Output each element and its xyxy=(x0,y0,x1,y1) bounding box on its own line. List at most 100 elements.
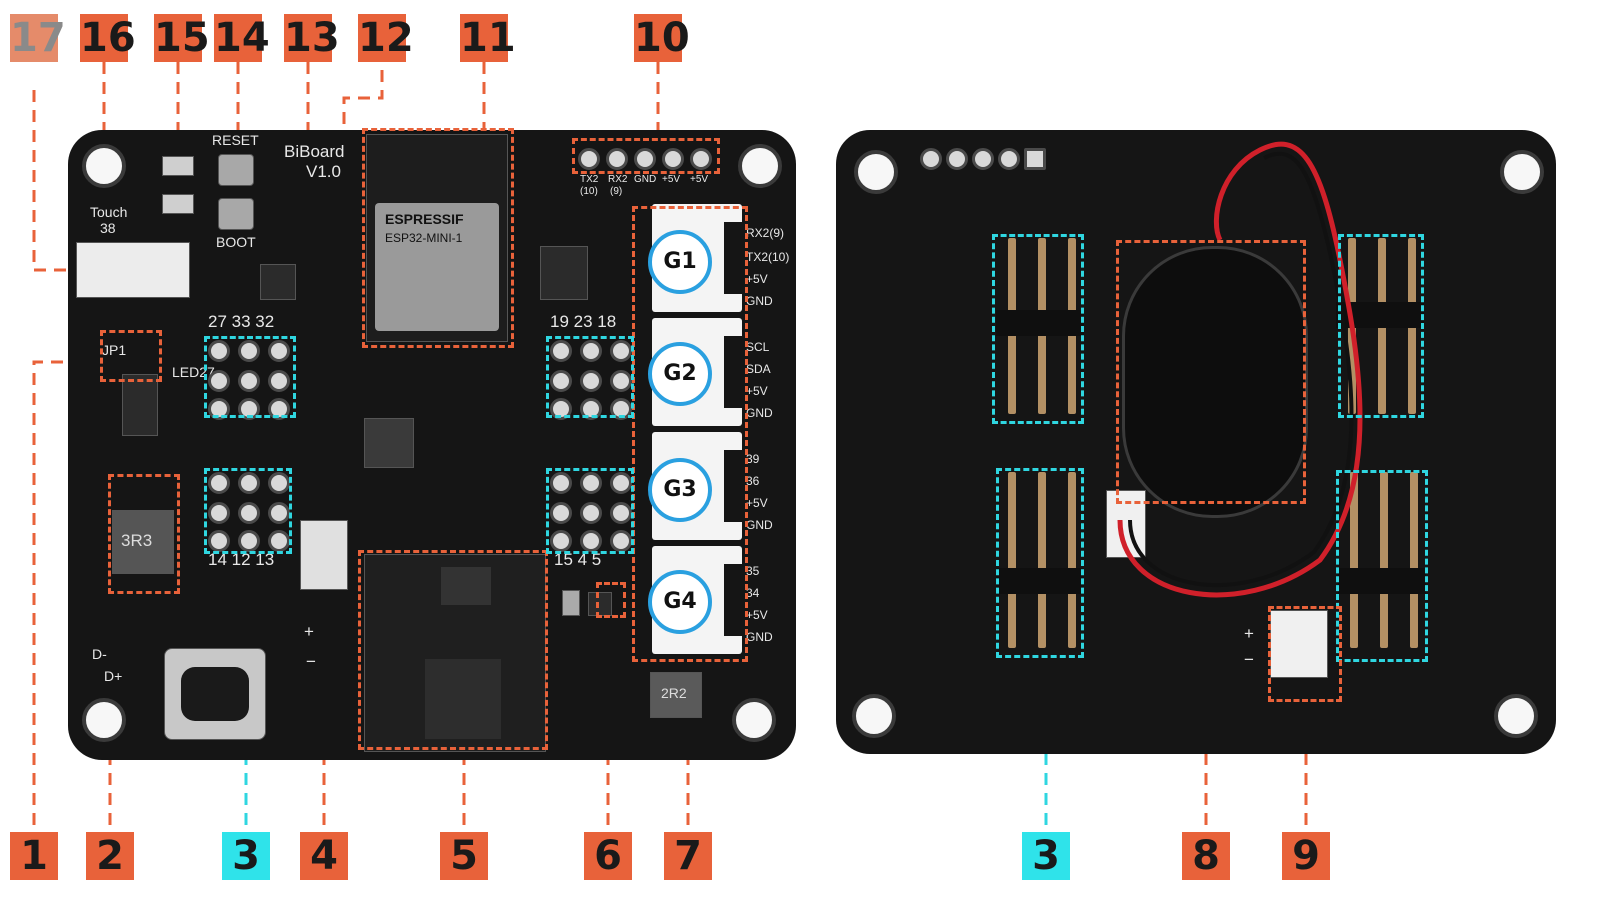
highlight-battery xyxy=(1268,606,1342,702)
servo-pin[interactable] xyxy=(238,502,260,524)
grove-badge-g2: G2 xyxy=(648,342,712,406)
servo-pin[interactable] xyxy=(268,340,290,362)
servo-pin[interactable] xyxy=(580,502,602,524)
servo-pin[interactable] xyxy=(208,530,230,552)
module-model: ESP32-MINI-1 xyxy=(385,231,463,245)
servo-pin[interactable] xyxy=(238,472,260,494)
mount-hole xyxy=(1494,694,1538,738)
servo-pin[interactable] xyxy=(550,370,572,392)
highlight-back-servo-bl xyxy=(996,468,1084,658)
g3-pin-label: +5V xyxy=(746,496,768,510)
servo-pin[interactable] xyxy=(550,398,572,420)
pin-header xyxy=(996,568,1084,594)
servo-pin[interactable] xyxy=(550,472,572,494)
servo-pin[interactable] xyxy=(580,340,602,362)
servo-pin[interactable] xyxy=(550,502,572,524)
speaker xyxy=(1122,246,1308,518)
highlight-back-servo-tl xyxy=(992,234,1084,424)
servo-pin[interactable] xyxy=(208,472,230,494)
inductor2-label: 2R2 xyxy=(661,685,687,701)
callout-3: 3 xyxy=(222,832,270,880)
front-board: BiBoard V1.0 RESET BOOT Touch 38 ESPRESS… xyxy=(68,130,796,760)
servo-pin[interactable] xyxy=(580,398,602,420)
usb-c-port[interactable] xyxy=(164,648,266,740)
leader-12 xyxy=(282,70,384,292)
mount-hole xyxy=(82,144,126,188)
highlight-mic xyxy=(596,582,626,618)
g3-pin-label: GND xyxy=(746,518,773,532)
servo-pin[interactable] xyxy=(238,370,260,392)
serial-pin[interactable] xyxy=(690,148,712,170)
servo-pin[interactable] xyxy=(238,398,260,420)
servo-pin[interactable] xyxy=(580,370,602,392)
callout-16: 16 xyxy=(80,14,136,62)
boot-button[interactable] xyxy=(218,198,254,230)
g2-pin-label: +5V xyxy=(746,384,768,398)
touch-pad[interactable] xyxy=(162,156,194,176)
callout-6: 6 xyxy=(584,832,632,880)
servo-pin[interactable] xyxy=(610,472,632,494)
servo-pin[interactable] xyxy=(268,370,290,392)
serial-pad xyxy=(998,148,1020,170)
power-inductor-2: 2R2 xyxy=(650,672,702,718)
servo-pin[interactable] xyxy=(238,340,260,362)
servo-pin[interactable] xyxy=(268,530,290,552)
servo-pin[interactable] xyxy=(610,398,632,420)
servo-pin[interactable] xyxy=(610,370,632,392)
serial-pin[interactable] xyxy=(578,148,600,170)
highlight-servo-tl xyxy=(204,336,296,418)
callout-7: 7 xyxy=(664,832,712,880)
callout-9: 9 xyxy=(1282,832,1330,880)
servo-pin[interactable] xyxy=(208,502,230,524)
servo-pin[interactable] xyxy=(610,530,632,552)
serial-pin[interactable] xyxy=(606,148,628,170)
highlight-audio xyxy=(358,550,548,750)
servo-pin[interactable] xyxy=(238,530,260,552)
pins-top-left: 27 33 32 xyxy=(208,312,275,331)
serial-pad xyxy=(1024,148,1046,170)
callout-10: 10 xyxy=(634,14,690,62)
servo-pin[interactable] xyxy=(208,340,230,362)
serial-pad xyxy=(972,148,994,170)
mount-hole xyxy=(732,698,776,742)
pin-header xyxy=(996,310,1084,336)
highlight-esp32 xyxy=(362,128,514,348)
touch-pin-label: 38 xyxy=(100,220,116,236)
g2-pin-label: GND xyxy=(746,406,773,420)
servo-pin[interactable] xyxy=(208,398,230,420)
dminus-label: D- xyxy=(92,646,107,662)
esp32-module: ESPRESSIF ESP32-MINI-1 xyxy=(366,134,508,342)
board-name: BiBoard xyxy=(284,142,345,161)
g4-pin-label: GND xyxy=(746,630,773,644)
power-inductor: 3R3 xyxy=(112,510,174,574)
mount-hole xyxy=(852,694,896,738)
serial-pin[interactable] xyxy=(662,148,684,170)
g4-pin-label: +5V xyxy=(746,608,768,622)
back-board: + − xyxy=(836,130,1556,754)
serial-5v: +5V xyxy=(690,174,709,185)
servo-pin[interactable] xyxy=(268,472,290,494)
grove-badge-g1: G1 xyxy=(648,230,712,294)
servo-pin[interactable] xyxy=(580,530,602,552)
pin-header xyxy=(1338,568,1426,594)
reset-button[interactable] xyxy=(218,154,254,186)
highlight-back-servo-br xyxy=(1336,470,1428,662)
touch-pad[interactable] xyxy=(162,194,194,214)
servo-pin[interactable] xyxy=(208,370,230,392)
servo-pin[interactable] xyxy=(268,398,290,420)
pins-bottom-left: 14 12 13 xyxy=(208,550,275,569)
serial-pin[interactable] xyxy=(634,148,656,170)
serial-5v: +5V xyxy=(662,174,681,185)
servo-pin[interactable] xyxy=(610,340,632,362)
servo-pin[interactable] xyxy=(580,472,602,494)
servo-pin[interactable] xyxy=(610,502,632,524)
highlight-jp1 xyxy=(100,330,162,382)
highlight-back-servo-tr xyxy=(1338,234,1424,418)
callout-8: 8 xyxy=(1182,832,1230,880)
highlight-speaker xyxy=(1116,240,1306,504)
servo-pin[interactable] xyxy=(550,530,572,552)
pins-bottom-right: 15 4 5 xyxy=(554,550,602,569)
servo-pin[interactable] xyxy=(268,502,290,524)
g2-pin-label: SDA xyxy=(746,362,771,376)
servo-pin[interactable] xyxy=(550,340,572,362)
